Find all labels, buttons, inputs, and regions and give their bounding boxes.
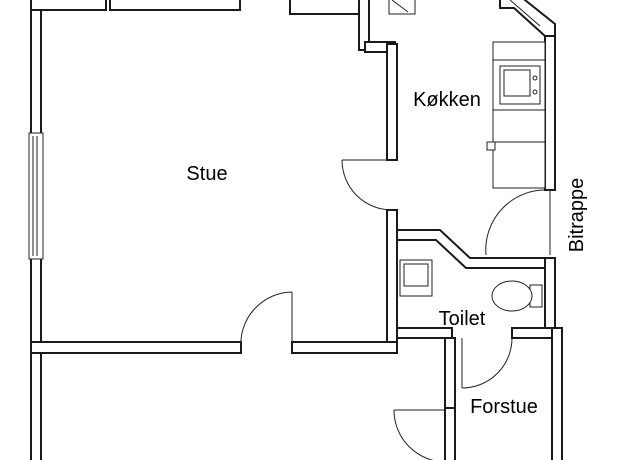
wall-top-3 <box>289 0 361 15</box>
door-stue-bottom <box>240 291 293 349</box>
kitchen-top-fixture <box>388 0 416 15</box>
kitchen-counter <box>492 41 546 189</box>
kitchen-window <box>499 0 556 37</box>
wall-top-2 <box>109 0 241 11</box>
wall-stue-kitchen <box>386 43 398 161</box>
room-label-toilet: Toilet <box>439 308 486 330</box>
wall-left-lower <box>30 344 42 460</box>
wall-top-1 <box>30 0 107 11</box>
toilet-sink-icon <box>399 259 433 297</box>
wall-forstue-left-lower <box>444 407 456 460</box>
wall-forstue-left <box>444 337 456 409</box>
room-label-forstue: Forstue <box>470 396 538 418</box>
kitchen-sink-icon <box>499 65 541 105</box>
door-stue-kitchen <box>341 159 393 211</box>
wall-kitchen-right <box>544 29 556 191</box>
window-left <box>28 132 44 260</box>
door-forstue <box>393 409 445 460</box>
wall-stue-bottom-right <box>291 341 398 354</box>
door-toilet <box>461 337 513 389</box>
wall-toilet-bottom-left <box>396 327 453 339</box>
room-label-bitrappe: Bitrappe <box>566 178 588 253</box>
kitchen-counter-knob <box>486 141 496 151</box>
door-bitrappe <box>485 189 551 256</box>
room-label-kokken: Køkken <box>413 89 481 111</box>
room-label-stue: Stue <box>186 163 227 185</box>
wall-toilet-right <box>544 257 556 329</box>
wall-stue-toilet <box>386 209 398 351</box>
wall-stue-bottom-left <box>30 341 242 354</box>
toilet-bowl-icon <box>491 280 543 312</box>
wall-forstue-right <box>551 327 563 460</box>
